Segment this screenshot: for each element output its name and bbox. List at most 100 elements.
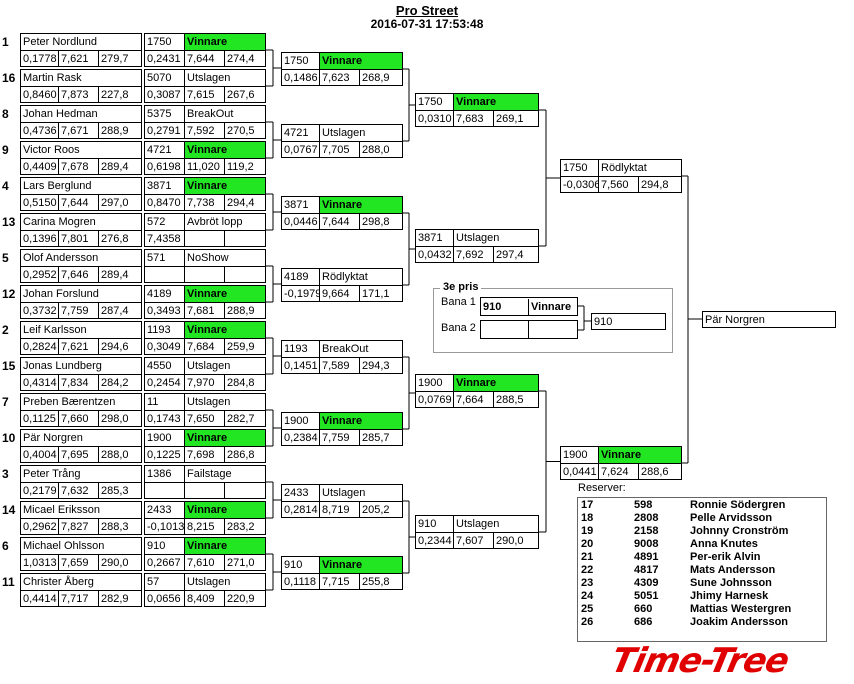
timestamp: 2016-07-31 17:53:48 bbox=[370, 17, 484, 31]
reserve-number: 9008 bbox=[634, 538, 659, 550]
seed-number: 16 bbox=[2, 71, 16, 85]
reserve-position: 20 bbox=[581, 538, 594, 550]
seed-number: 9 bbox=[2, 143, 9, 157]
reserve-number: 4891 bbox=[634, 551, 659, 563]
round3-result-num: 1900 bbox=[416, 375, 454, 391]
round1-num: 5375 bbox=[145, 106, 185, 122]
round1-speed bbox=[225, 266, 265, 282]
driver-reaction: 0,2824 bbox=[21, 338, 59, 354]
round1-reaction bbox=[145, 482, 185, 498]
seed-number: 1 bbox=[2, 35, 9, 49]
champion-box[interactable]: Pär Norgren bbox=[702, 311, 836, 328]
seed-number: 13 bbox=[2, 215, 16, 229]
round1-et: 7,681 bbox=[185, 302, 225, 318]
third-lane1-box[interactable]: 910 Vinnare bbox=[480, 297, 578, 316]
round1-reaction: 0,1225 bbox=[145, 446, 185, 462]
driver-reaction: 0,2962 bbox=[21, 518, 59, 534]
driver-name: Micael Eriksson bbox=[23, 504, 101, 516]
driver-speed: 297,0 bbox=[99, 194, 141, 210]
round1-num: 4189 bbox=[145, 286, 185, 302]
third-place-frame bbox=[433, 288, 673, 353]
round2-result-status: Utslagen bbox=[322, 127, 366, 139]
round1-num: 910 bbox=[145, 538, 185, 554]
semi-result-et: 7,560 bbox=[599, 176, 639, 192]
round2-result-status: Vinnare bbox=[320, 557, 402, 573]
driver-et: 7,759 bbox=[59, 302, 99, 318]
driver-name: Johan Hedman bbox=[23, 108, 98, 120]
round2-result-reaction: 0,1486 bbox=[282, 69, 320, 85]
driver-reaction: 0,4409 bbox=[21, 158, 59, 174]
semi-result-status: Rödlyktat bbox=[601, 162, 647, 174]
round2-result-reaction: 0,1118 bbox=[282, 573, 320, 589]
seed-number: 15 bbox=[2, 359, 16, 373]
round3-result-et: 7,607 bbox=[454, 532, 494, 548]
round1-num: 3871 bbox=[145, 178, 185, 194]
seed-number: 6 bbox=[2, 539, 9, 553]
round3-result-num: 910 bbox=[416, 516, 454, 532]
round1-status: Vinnare bbox=[185, 322, 265, 338]
reserve-position: 19 bbox=[581, 525, 594, 537]
round3-result-et: 7,683 bbox=[454, 110, 494, 126]
round2-result-speed: 205,2 bbox=[360, 501, 402, 517]
third-lane2-box[interactable] bbox=[480, 320, 578, 339]
third-result-box[interactable]: 910 bbox=[591, 313, 666, 330]
semi-result-num: 1900 bbox=[561, 447, 599, 463]
round3-result-status: Vinnare bbox=[454, 94, 538, 110]
reserve-number: 660 bbox=[634, 603, 653, 615]
round3-result-status: Vinnare bbox=[454, 375, 538, 391]
reserve-number: 4309 bbox=[634, 577, 659, 589]
driver-et: 7,678 bbox=[59, 158, 99, 174]
driver-et: 7,632 bbox=[59, 482, 99, 498]
round2-result-et: 7,759 bbox=[320, 429, 360, 445]
driver-name: Martin Rask bbox=[23, 72, 82, 84]
driver-reaction: 0,2179 bbox=[21, 482, 59, 498]
round1-reaction: 0,0656 bbox=[145, 590, 185, 606]
